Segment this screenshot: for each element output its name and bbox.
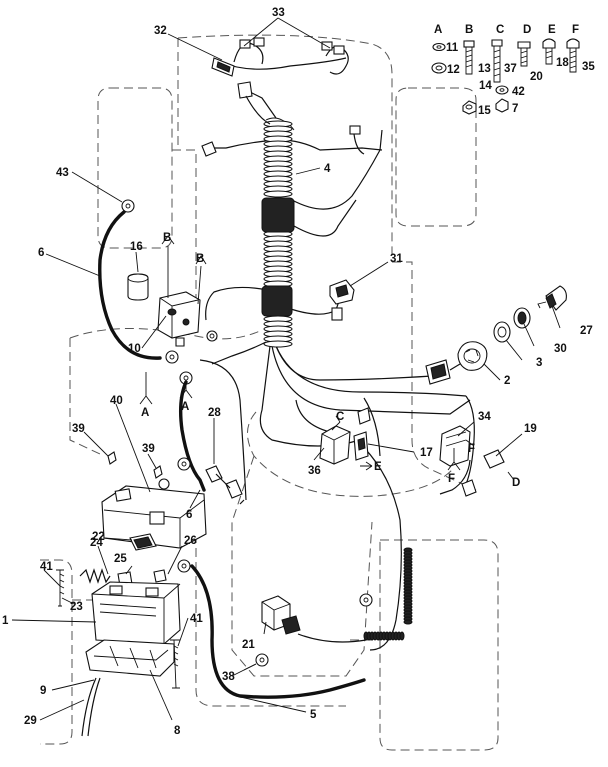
loom-sleeve-lower (261, 285, 293, 317)
callout-27: 27 (580, 325, 593, 337)
hardware-column-c: C (496, 24, 504, 36)
hardware-column-f: F (572, 24, 579, 36)
tractor-outline (40, 34, 499, 751)
callout-2: 2 (504, 375, 510, 387)
hardware-column-a: A (434, 24, 442, 36)
hardware-label-35: 35 (582, 61, 595, 73)
callout-16: 16 (130, 241, 143, 253)
callout-34: 34 (478, 411, 491, 423)
hardware-key: A B C D E F 11 13 37 20 18 35 12 14 42 1… (431, 24, 595, 117)
callout-28: 28 (208, 407, 221, 419)
callout-17: 17 (420, 447, 433, 459)
hardware-label-11: 11 (446, 42, 459, 54)
front-switches (261, 407, 505, 635)
switch-bracket (319, 425, 351, 465)
callout-labels: 33 32 4 43 16 6 31 27 30 3 2 10 40 28 34… (2, 7, 593, 737)
callout-41-left: 41 (40, 561, 53, 573)
ref-letter-c: C (336, 411, 344, 423)
callout-4: 4 (324, 163, 331, 175)
ref-letter-d: D (512, 477, 520, 489)
callout-41-right: 41 (190, 613, 203, 625)
ignition-switch-assembly (449, 285, 567, 371)
callout-3: 3 (536, 357, 542, 369)
callout-6-front: 6 (186, 509, 192, 521)
hardware-column-e: E (548, 24, 556, 36)
negative-cable-rear (98, 210, 162, 360)
ignition-key (545, 285, 567, 311)
loom-corrugation (263, 120, 293, 348)
callout-26: 26 (184, 535, 197, 547)
ref-letter-b-2: B (196, 253, 204, 265)
ref-letter-a-2: A (181, 401, 189, 413)
ref-letter-b-1: B (163, 232, 171, 244)
callout-23: 23 (70, 601, 83, 613)
battery (91, 581, 181, 645)
seat-switch-bracket (439, 425, 471, 467)
callout-43: 43 (56, 167, 69, 179)
reference-letters: B B A A C E F F D (141, 232, 520, 489)
loom-sleeve-upper (261, 197, 295, 233)
callout-25: 25 (114, 553, 127, 565)
callout-1: 1 (2, 615, 9, 627)
callout-32: 32 (154, 25, 167, 37)
solenoid-assembly (121, 199, 218, 385)
callout-8: 8 (174, 725, 181, 737)
callout-24: 24 (90, 537, 103, 549)
starter-solenoid (157, 291, 201, 339)
ref-letter-f-1: F (448, 473, 455, 485)
callout-31: 31 (390, 253, 403, 265)
callout-19: 19 (524, 423, 537, 435)
hardware-label-42: 42 (512, 86, 525, 98)
callout-29: 29 (24, 715, 37, 727)
reference-arrows (139, 235, 515, 481)
battery-assembly (56, 451, 207, 737)
callout-40: 40 (110, 395, 123, 407)
hardware-label-14: 14 (479, 80, 492, 92)
callout-30: 30 (554, 343, 567, 355)
ignition-switch (457, 341, 488, 371)
callout-33: 33 (272, 7, 285, 19)
ground-ring-43 (121, 199, 135, 213)
ref-letter-f-2: F (468, 443, 475, 455)
hardware-column-b: B (465, 24, 473, 36)
positive-cable (178, 380, 206, 492)
leader-lines (11, 17, 561, 721)
ring-terminal-38 (255, 653, 269, 667)
hardware-label-20: 20 (530, 71, 543, 83)
callout-36: 36 (308, 465, 321, 477)
hardware-column-d: D (523, 24, 531, 36)
hardware-label-18: 18 (556, 57, 569, 69)
callout-21: 21 (242, 639, 255, 651)
callout-39-right: 39 (142, 443, 155, 455)
rear-light-connectors (211, 37, 349, 125)
hardware-label-7: 7 (512, 103, 518, 115)
switch-nut (493, 321, 511, 343)
callout-38: 38 (222, 671, 235, 683)
callout-39-left: 39 (72, 423, 85, 435)
callout-9: 9 (40, 685, 46, 697)
hardware-label-15: 15 (478, 105, 491, 117)
hardware-label-12: 12 (447, 64, 460, 76)
battery-cables (98, 210, 373, 699)
wire-harness (205, 91, 475, 651)
front-harness-coil (363, 547, 413, 641)
callout-5: 5 (310, 709, 317, 721)
hardware-label-13: 13 (478, 63, 491, 75)
callout-22: 22 (92, 531, 105, 543)
hardware-label-37: 37 (504, 63, 517, 75)
negative-cable-front (190, 564, 366, 699)
fuse-holder (127, 273, 149, 301)
callout-10: 10 (128, 343, 141, 355)
ref-letter-e: E (374, 461, 382, 473)
callout-6-rear: 6 (38, 247, 44, 259)
harness-plugs (201, 125, 451, 385)
ref-letter-a-1: A (141, 407, 149, 419)
harness-loom (265, 117, 295, 131)
interlock-switch (483, 449, 505, 469)
